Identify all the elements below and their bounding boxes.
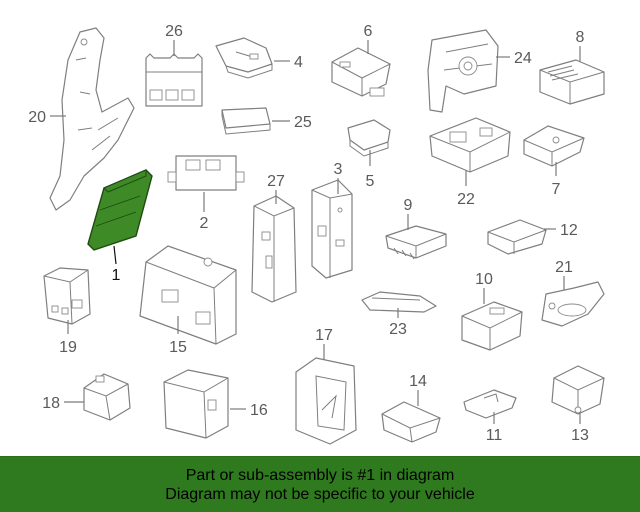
part-16-module[interactable]: [163, 369, 229, 439]
callout-21-label: 21: [555, 259, 573, 276]
callout-7[interactable]: 7: [552, 162, 561, 198]
part-11-module[interactable]: [463, 389, 517, 419]
callout-21[interactable]: 21: [555, 259, 573, 290]
callout-26[interactable]: 26: [165, 23, 183, 56]
callout-2[interactable]: 2: [200, 192, 209, 232]
part-6-module[interactable]: [331, 47, 391, 97]
callout-6-label: 6: [364, 23, 373, 40]
part-9-module[interactable]: [385, 225, 447, 260]
callout-1[interactable]: 1: [112, 245, 121, 284]
part-2-module[interactable]: [167, 155, 245, 191]
callout-1-label: 1: [112, 267, 121, 284]
callout-19[interactable]: 19: [59, 320, 77, 356]
callout-4[interactable]: 4: [274, 54, 303, 71]
part-1-control-module[interactable]: [87, 169, 153, 251]
callout-3[interactable]: 3: [334, 161, 343, 194]
notice-line-1: Part or sub-assembly is #1 in diagram: [185, 466, 455, 484]
callout-15[interactable]: 15: [169, 316, 187, 356]
part-7-module[interactable]: [523, 125, 585, 167]
part-13-module[interactable]: [551, 365, 605, 415]
part-20-bracket[interactable]: [49, 27, 135, 211]
callout-17-label: 17: [315, 327, 333, 344]
callout-23[interactable]: 23: [389, 308, 407, 338]
callout-11[interactable]: 11: [486, 412, 503, 444]
callout-24-label: 24: [514, 50, 532, 67]
callout-10-label: 10: [475, 271, 493, 288]
callout-14-label: 14: [409, 373, 427, 390]
callout-13-label: 13: [571, 427, 589, 444]
diagram-notice-banner: Part or sub-assembly is #1 in diagram Di…: [0, 456, 640, 512]
part-19-module[interactable]: [43, 267, 91, 325]
callout-23-label: 23: [389, 321, 407, 338]
part-8-module[interactable]: [539, 59, 605, 105]
callout-18[interactable]: 18: [42, 395, 84, 412]
callout-3-label: 3: [334, 161, 343, 178]
part-10-module[interactable]: [461, 301, 523, 351]
callout-22[interactable]: 22: [457, 170, 475, 208]
callout-17[interactable]: 17: [315, 327, 333, 360]
part-18-module[interactable]: [83, 373, 131, 421]
callout-18-label: 18: [42, 395, 60, 412]
callout-4-label: 4: [294, 54, 303, 71]
part-14-connector[interactable]: [381, 401, 441, 443]
callout-16[interactable]: 16: [230, 402, 268, 419]
callout-14[interactable]: 14: [409, 373, 427, 406]
part-23-bracket[interactable]: [361, 291, 437, 313]
callout-27-label: 27: [267, 173, 285, 190]
callout-6[interactable]: 6: [364, 23, 373, 54]
callout-12[interactable]: 12: [544, 222, 578, 239]
callout-15-label: 15: [169, 339, 187, 356]
callout-22-label: 22: [457, 191, 475, 208]
part-4-module[interactable]: [215, 37, 273, 79]
callout-9[interactable]: 9: [404, 197, 413, 230]
exploded-parts-diagram: 1 2 3 4 5 6 7 8: [28, 23, 605, 445]
callout-2-label: 2: [200, 215, 209, 232]
part-5-module[interactable]: [347, 119, 391, 157]
part-15-fusebox[interactable]: [139, 245, 237, 345]
callout-8[interactable]: 8: [576, 29, 585, 62]
part-21-bracket[interactable]: [541, 281, 605, 327]
part-27-box[interactable]: [251, 195, 297, 303]
part-22-bracket[interactable]: [429, 117, 511, 173]
callout-24[interactable]: 24: [496, 50, 532, 67]
callout-8-label: 8: [576, 29, 585, 46]
part-17-bracket[interactable]: [295, 357, 357, 445]
callout-25-label: 25: [294, 114, 312, 131]
callout-25[interactable]: 25: [272, 114, 312, 131]
callout-26-label: 26: [165, 23, 183, 40]
callout-20[interactable]: 20: [28, 109, 66, 126]
callout-7-label: 7: [552, 181, 561, 198]
callout-27[interactable]: 27: [267, 173, 285, 204]
callout-9-label: 9: [404, 197, 413, 214]
callout-20-label: 20: [28, 109, 46, 126]
part-26-module[interactable]: [145, 53, 203, 107]
part-12-module[interactable]: [487, 219, 547, 255]
callout-19-label: 19: [59, 339, 77, 356]
part-24-bracket[interactable]: [427, 29, 499, 113]
callout-16-label: 16: [250, 402, 268, 419]
part-3-board[interactable]: [311, 179, 353, 279]
callout-11-label: 11: [486, 427, 503, 444]
callout-10[interactable]: 10: [475, 271, 493, 304]
callout-13[interactable]: 13: [571, 412, 589, 444]
part-25-pad[interactable]: [221, 107, 271, 135]
callout-5-label: 5: [366, 173, 375, 190]
callout-5[interactable]: 5: [366, 150, 375, 190]
notice-line-2: Diagram may not be specific to your vehi…: [165, 485, 475, 503]
callout-12-label: 12: [560, 222, 578, 239]
